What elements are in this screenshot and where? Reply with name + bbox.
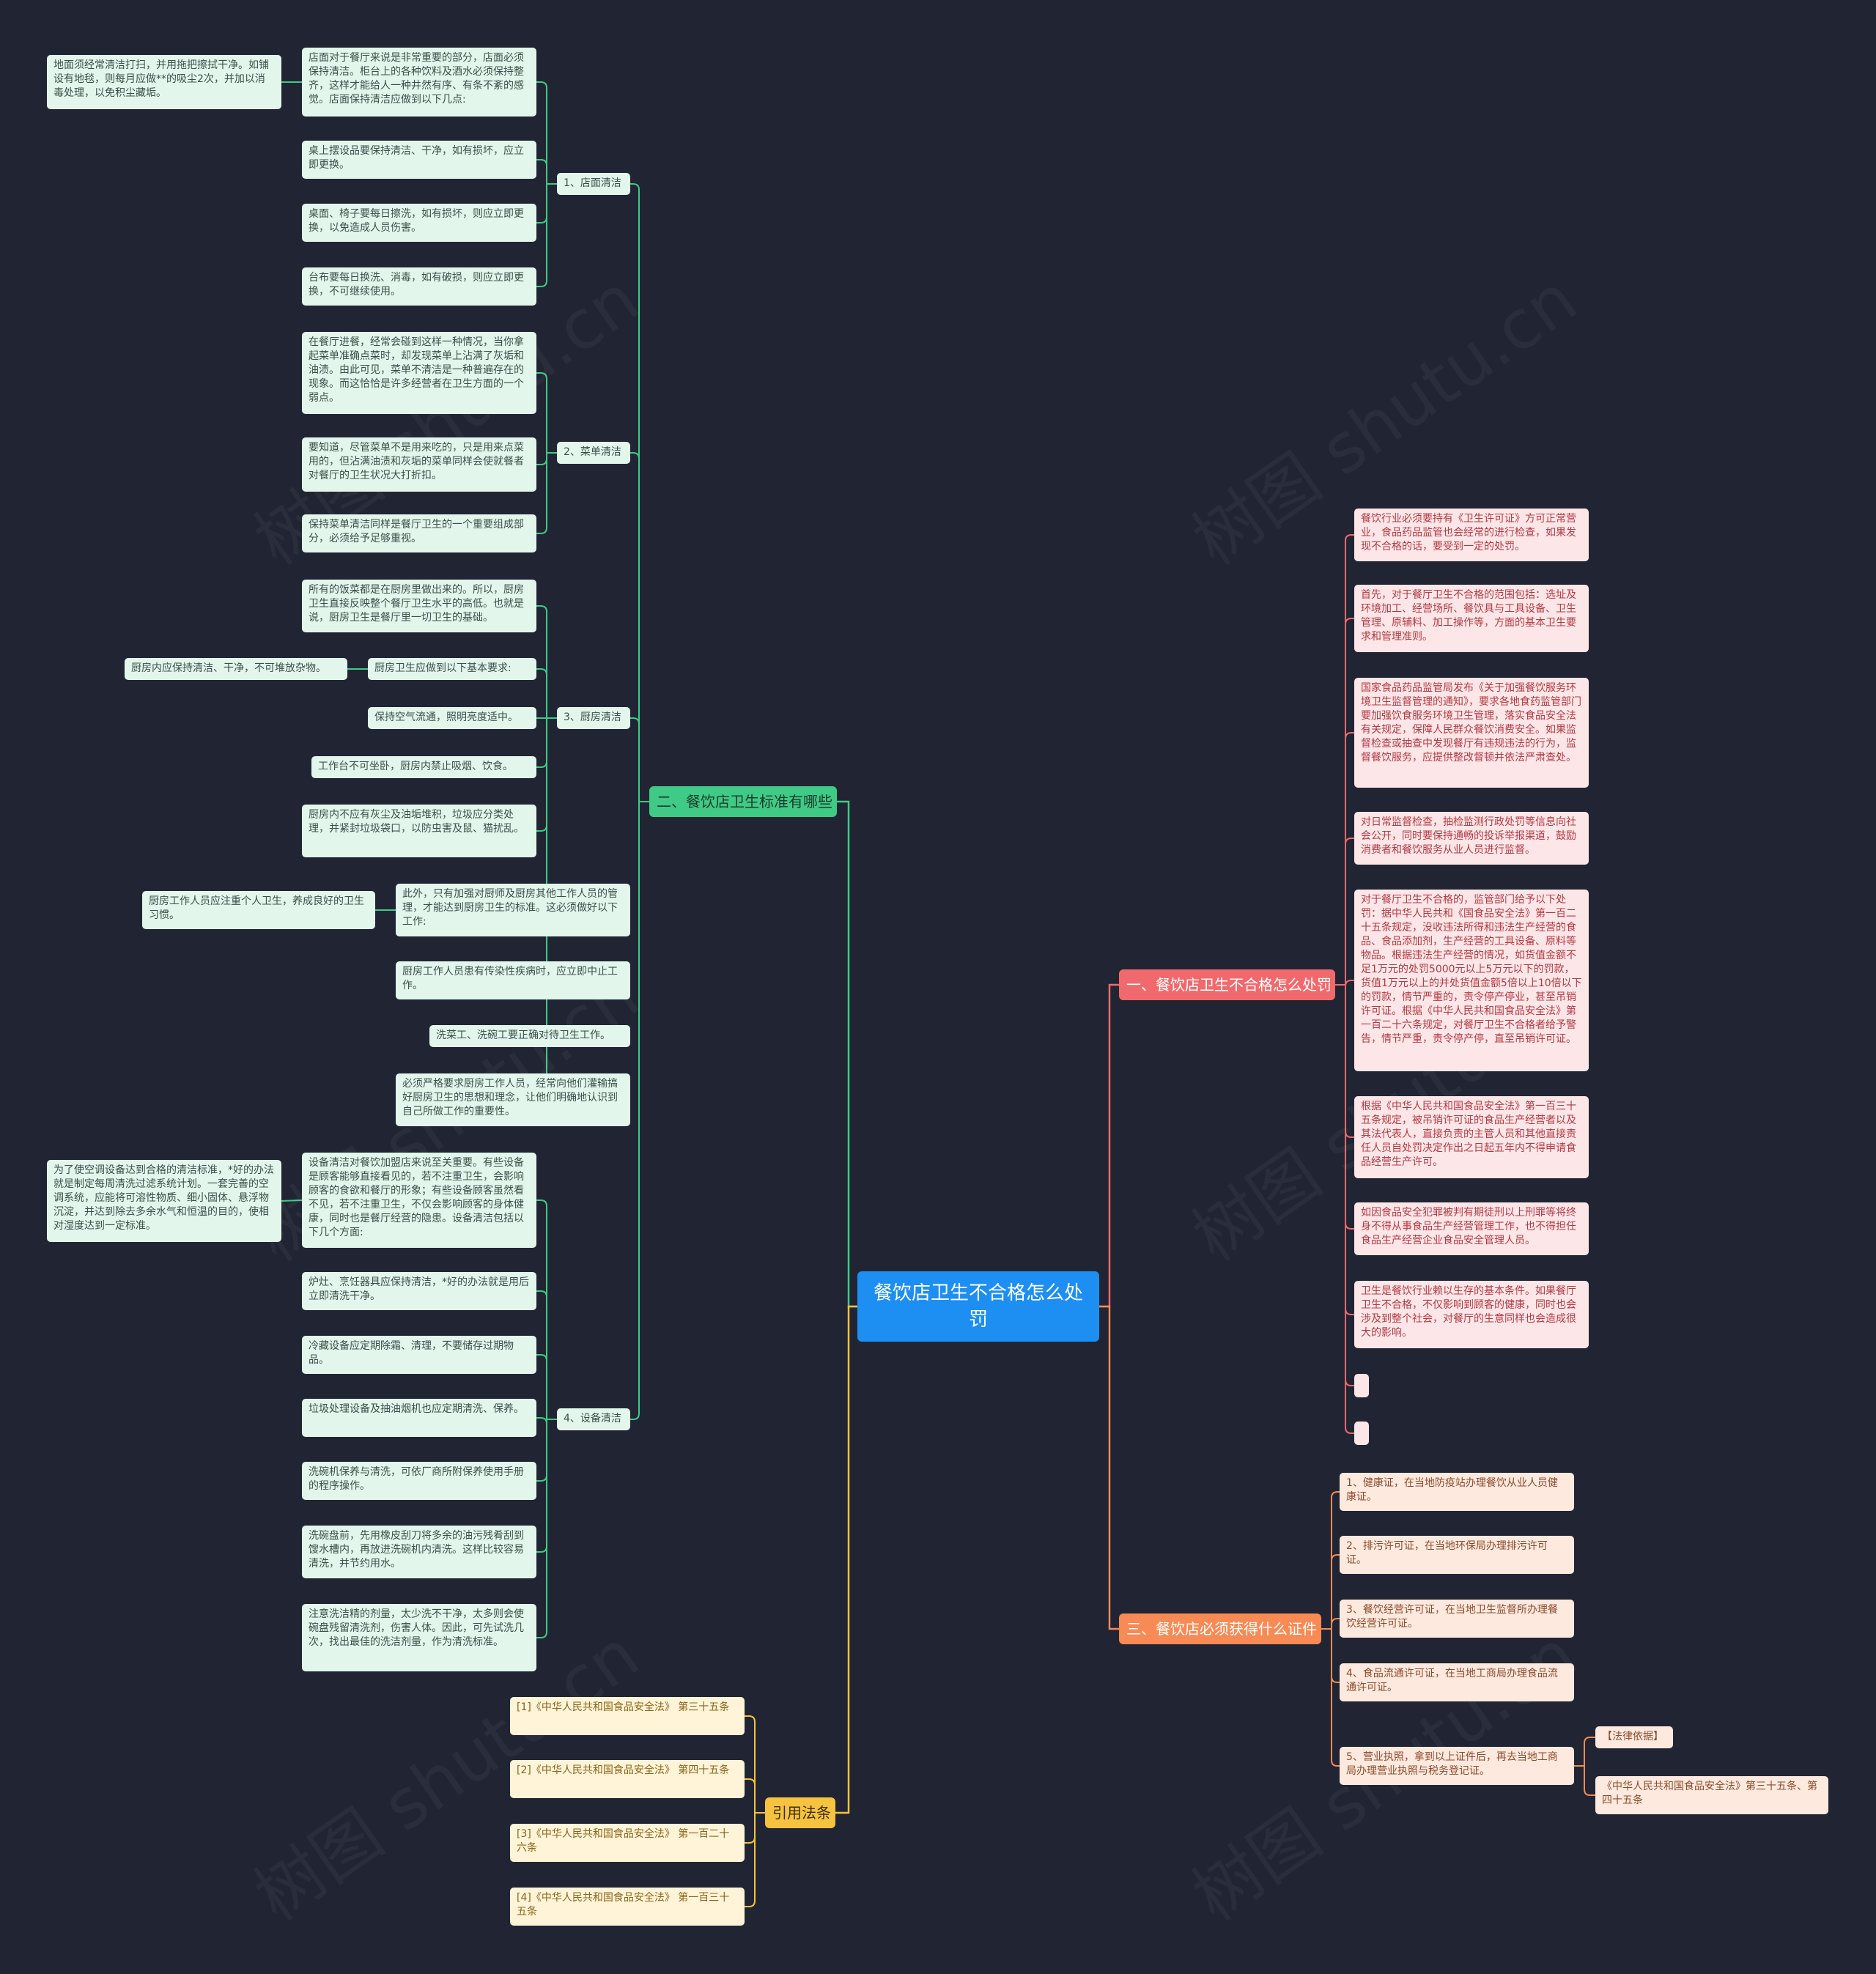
connector <box>536 159 557 185</box>
leaf-equipment-intro[interactable]: 设备清洁对餐饮加盟店来说至关重要。有些设备是顾客能够直接看见的，若不注重卫生，会… <box>302 1153 536 1248</box>
leaf-discharge-permit[interactable]: 2、排污许可证，在当地环保局办理排污许可证。 <box>1340 1536 1574 1574</box>
connector <box>536 1419 557 1638</box>
connector <box>745 1715 765 1814</box>
connector <box>536 1290 557 1420</box>
leaf-menu-impression[interactable]: 要知道，尽管菜单不是用来吃的，只是用来点菜用的，但沾满油渍和灰垢的菜单同样会使就… <box>302 437 536 492</box>
leaf-notice[interactable]: 国家食品药品监管局发布《关于加强餐饮服务环境卫生监督管理的通知》，要求各地食药监… <box>1354 678 1589 788</box>
leaf-tablecloth[interactable]: 台布要每日换洗、消毒，如有破损，则应立即更换，不可继续使用。 <box>302 267 536 306</box>
leaf-refrigeration[interactable]: 冷藏设备应定期除霜、清理，不要储存过期物品。 <box>302 1336 536 1374</box>
connector <box>540 717 630 911</box>
leaf-storefront-intro[interactable]: 店面对于餐厅来说是非常重要的部分，店面必须保持清洁。柜台上的各种饮料及酒水必须保… <box>302 48 536 117</box>
leaf-infectious-disease[interactable]: 厨房工作人员患有传染性疾病时，应立即中止工作。 <box>396 961 630 999</box>
leaf-dish-scraping[interactable]: 洗碗盘前，先用橡皮刮刀将多余的油污残肴刮到馊水槽内，再放进洗碗机内清洗。这样比较… <box>302 1526 536 1578</box>
leaf-dishwasher-attitude[interactable]: 洗菜工、洗碗工要正确对待卫生工作。 <box>429 1025 630 1047</box>
topic-equipment-cleaning[interactable]: 4、设备清洁 <box>557 1408 630 1430</box>
leaf-personal-hygiene[interactable]: 厨房工作人员应注重个人卫生，养成良好的卫生习惯。 <box>142 891 375 929</box>
connector <box>536 81 557 185</box>
leaf-legal-basis-label[interactable]: 【法律依据】 <box>1595 1726 1673 1748</box>
leaf-table-decor[interactable]: 桌上摆设品要保持清洁、干净，如有损坏，应立即更换。 <box>302 141 536 179</box>
leaf-garbage-hood[interactable]: 垃圾处理设备及抽油烟机也应定期清洗、保养。 <box>302 1399 536 1437</box>
topic-kitchen-cleaning[interactable]: 3、厨房清洁 <box>557 707 630 729</box>
connector <box>1574 1765 1595 1796</box>
connector <box>1335 838 1354 986</box>
leaf-stove[interactable]: 炉灶、烹饪器具应保持清洁，*好的办法就是用后立即清洗干净。 <box>302 1272 536 1310</box>
leaf-kitchen-intro[interactable]: 所有的饭菜都是在厨房里做出来的。所以，厨房卫生直接反映整个餐厅卫生水平的高低。也… <box>302 580 536 632</box>
connector <box>837 800 857 1308</box>
connector <box>1321 1628 1340 1767</box>
leaf-license-required[interactable]: 餐饮行业必须要持有《卫生许可证》方可正常营业，食品药品监管也会经常的进行检查，如… <box>1354 509 1589 561</box>
connector <box>745 1778 765 1814</box>
leaf-kitchen-tidy[interactable]: 厨房内应保持清洁、干净，不可堆放杂物。 <box>125 658 347 680</box>
leaf-staff-management[interactable]: 此外，只有加强对厨师及厨房其他工作人员的管理，才能达到厨房卫生的标准。这必须做好… <box>396 884 630 936</box>
leaf-business-license[interactable]: 5、营业执照，拿到以上证件后，再去当地工商局办理营业执照与税务登记证。 <box>1340 1747 1574 1785</box>
leaf-law-45[interactable]: [2]《中华人民共和国食品安全法》 第四十五条 <box>510 1760 745 1798</box>
leaf-strict-requirements[interactable]: 必须严格要求厨房工作人员，经常向他们灌输搞好厨房卫生的思想和理念，让他们明确地认… <box>396 1073 630 1126</box>
connector <box>1321 1618 1340 1630</box>
section-required-licenses[interactable]: 三、餐饮店必须获得什么证件 <box>1119 1613 1321 1644</box>
leaf-public-info[interactable]: 对日常监督检查，抽检监测行政处罚等信息向社会公开，同时要保持通畅的投诉举报渠道，… <box>1354 812 1589 865</box>
leaf-dishwasher-maintenance[interactable]: 洗碗机保养与清洗，可依厂商所附保养使用手册的程序操作。 <box>302 1462 536 1500</box>
connector <box>1335 732 1354 986</box>
connector <box>630 717 649 802</box>
connector <box>540 717 630 981</box>
section-penalties[interactable]: 一、餐饮店卫生不合格怎么处罚 <box>1119 969 1335 1000</box>
connector <box>1574 1737 1595 1767</box>
leaf-waste-sorting[interactable]: 厨房内不应有灰尘及油垢堆积，垃圾应分类处理，并紧封垃圾袋口，以防虫害及鼠、猫扰乱… <box>302 805 536 857</box>
leaf-table-chairs[interactable]: 桌面、椅子要每日擦洗，如有损坏，则应立即更换，以免造成人员伤害。 <box>302 204 536 242</box>
connector <box>835 1305 857 1814</box>
connector <box>1335 984 1354 1434</box>
connector <box>1335 618 1354 986</box>
connector <box>1335 534 1354 986</box>
connector <box>536 452 557 534</box>
connector <box>281 1199 303 1202</box>
connector <box>630 183 649 802</box>
connector <box>630 801 649 1420</box>
leaf-five-year-ban[interactable]: 根据《中华人民共和国食品安全法》第一百三十五条规定，被吊销许可证的食品生产经营者… <box>1354 1096 1589 1178</box>
leaf-hygiene-importance[interactable]: 卫生是餐饮行业赖以生存的基本条件。如果餐厅卫生不合格，不仅影响到顾客的健康，同时… <box>1354 1281 1589 1348</box>
leaf-floor-cleaning[interactable]: 地面须经常清洁打扫，并用拖把擦拭干净。如铺设有地毯，则每月应做**的吸尘2次，并… <box>47 55 281 109</box>
connector <box>745 1812 765 1907</box>
connector <box>1321 1628 1340 1683</box>
leaf-empty[interactable] <box>1354 1422 1369 1445</box>
leaf-catering-license[interactable]: 3、餐饮经营许可证，在当地卫生监督所办理餐饮经营许可证。 <box>1340 1600 1574 1638</box>
section-cited-laws[interactable]: 引用法条 <box>765 1797 835 1828</box>
topic-menu-cleaning[interactable]: 2、菜单清洁 <box>557 442 630 464</box>
connector <box>536 183 557 287</box>
leaf-menu-problem[interactable]: 在餐厅进餐，经常会碰到这样一种情况，当你拿起菜单准确点菜时，却发现菜单上沾满了灰… <box>302 332 536 414</box>
connector <box>630 452 649 802</box>
leaf-health-certificate[interactable]: 1、健康证，在当地防疫站办理餐饮从业人员健康证。 <box>1340 1473 1574 1511</box>
leaf-detergent-dosage[interactable]: 注意洗洁精的剂量，太少洗不干净，太多则会使碗盘残留清洗剂，伤害人体。因此，可先试… <box>302 1604 536 1671</box>
connector <box>1099 1305 1119 1630</box>
leaf-air-conditioner[interactable]: 为了使空调设备达到合格的清洁标准，*好的办法就是制定每周清洗过滤系统计划。一套完… <box>47 1160 281 1242</box>
section-hygiene-standards[interactable]: 二、餐饮店卫生标准有哪些 <box>649 786 837 817</box>
connector <box>536 1199 557 1420</box>
leaf-lifetime-ban[interactable]: 如因食品安全犯罪被判有期徒刑以上刑罪等将终身不得从事食品生产经营管理工作，也不得… <box>1354 1202 1589 1255</box>
leaf-menu-importance[interactable]: 保持菜单清洁同样是餐厅卫生的一个重要组成部分，必须给予足够重视。 <box>302 514 536 552</box>
leaf-law-126[interactable]: [3]《中华人民共和国食品安全法》 第一百二十六条 <box>510 1824 745 1862</box>
connector <box>1321 1491 1340 1630</box>
leaf-ventilation[interactable]: 保持空气流通，照明亮度适中。 <box>368 707 536 729</box>
leaf-no-smoking[interactable]: 工作台不可坐卧，厨房内禁止吸烟、饮食。 <box>311 756 536 778</box>
connector <box>1321 1554 1340 1630</box>
connector <box>536 372 557 454</box>
connector <box>536 1354 557 1420</box>
connector <box>536 668 557 719</box>
leaf-kitchen-requirements[interactable]: 厨房卫生应做到以下基本要求: <box>368 658 536 680</box>
connector <box>1099 983 1119 1308</box>
leaf-legal-basis-text[interactable]: 《中华人民共和国食品安全法》第三十五条、第四十五条 <box>1595 1776 1828 1814</box>
leaf-law-35[interactable]: [1]《中华人民共和国食品安全法》 第三十五条 <box>510 1697 745 1735</box>
leaf-empty[interactable] <box>1354 1374 1369 1397</box>
leaf-scope[interactable]: 首先，对于餐厅卫生不合格的范围包括：选址及环境加工、经营场所、餐饮具与工具设备、… <box>1354 585 1589 652</box>
leaf-penalty-details[interactable]: 对于餐厅卫生不合格的，监管部门给予以下处罚：据中华人民共和《国食品安全法》第一百… <box>1354 890 1589 1071</box>
leaf-food-circulation-license[interactable]: 4、食品流通许可证，在当地工商局办理食品流通许可证。 <box>1340 1663 1574 1701</box>
topic-storefront-cleaning[interactable]: 1、店面清洁 <box>557 173 630 195</box>
root-topic[interactable]: 餐饮店卫生不合格怎么处罚 <box>857 1271 1099 1342</box>
leaf-law-135[interactable]: [4]《中华人民共和国食品安全法》 第一百三十五条 <box>510 1888 745 1926</box>
connector <box>536 605 557 719</box>
